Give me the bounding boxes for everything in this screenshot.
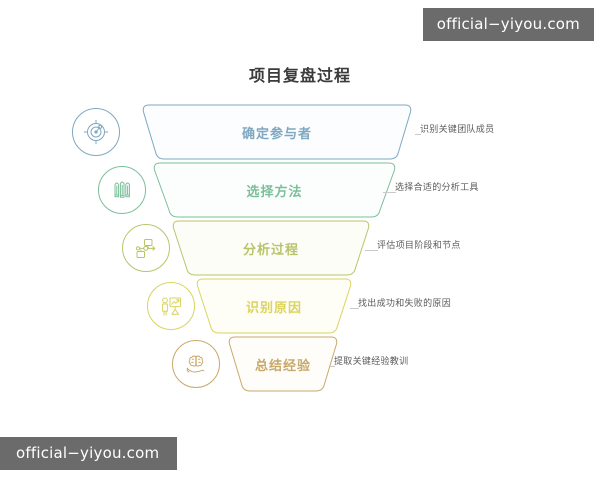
funnel-label-2: 选择方法 [246,183,303,199]
three-pens-icon [98,166,146,214]
funnel-desc-rule-5 [330,366,335,367]
funnel-shape-5[interactable]: 总结经验 [228,336,338,392]
brain-in-hand-icon [172,340,220,388]
page-title: 项目复盘过程 [248,68,351,85]
funnel-label-3: 分析过程 [242,241,299,257]
funnel-shape-1[interactable]: 确定参与者 [142,104,412,160]
funnel-shape-4[interactable]: 识别原因 [196,278,352,334]
funnel-label-4: 识别原因 [245,299,302,315]
funnel-shape-2[interactable]: 选择方法 [153,162,396,218]
funnel-level-1[interactable]: 确定参与者 识别关键团队成员 [0,104,600,162]
funnel-description-1: 识别关键团队成员 [420,124,495,134]
funnel-level-3[interactable]: 分析过程 评估项目阶段和节点 [0,220,600,278]
funnel-desc-rule-4 [350,308,359,309]
funnel-description-2: 选择合适的分析工具 [395,182,479,192]
flowchart-nodes-icon [122,224,170,272]
funnel-description-4: 找出成功和失败的原因 [358,298,452,308]
funnel-diagram: 确定参与者 识别关键团队成员 选择方法 选择合适的分析工具 [0,104,600,424]
funnel-desc-rule-2 [383,192,396,193]
funnel-desc-rule-1 [415,134,421,135]
funnel-shape-3[interactable]: 分析过程 [172,220,370,276]
funnel-level-5[interactable]: 总结经验 提取关键经验教训 [0,336,600,394]
funnel-level-2[interactable]: 选择方法 选择合适的分析工具 [0,162,600,220]
funnel-description-5: 提取关键经验教训 [334,356,409,366]
funnel-level-4[interactable]: 识别原因 找出成功和失败的原因 [0,278,600,336]
funnel-label-1: 确定参与者 [241,125,312,141]
watermark-bottom: official−yiyou.com [0,437,178,470]
target-compass-icon [72,108,120,156]
presenter-chart-icon [147,282,195,330]
funnel-description-3: 评估项目阶段和节点 [377,240,461,250]
funnel-desc-rule-3 [365,250,378,251]
funnel-label-5: 总结经验 [254,357,311,373]
watermark-top: official−yiyou.com [422,8,594,41]
